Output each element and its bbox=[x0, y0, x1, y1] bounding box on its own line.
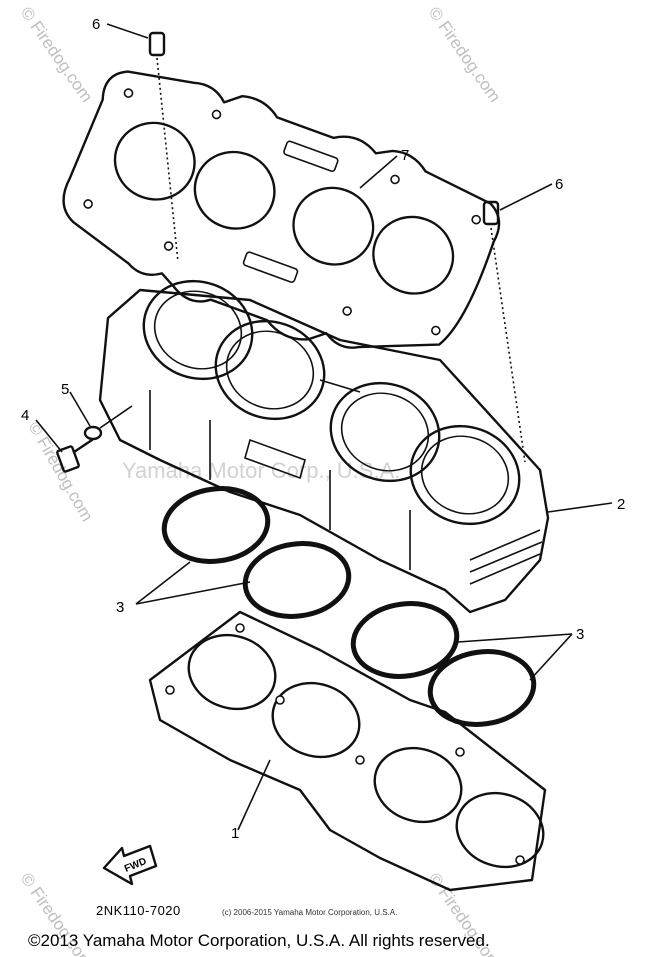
watermark-top-right: © Firedog.com bbox=[425, 3, 505, 105]
watermark-top-left: © Firedog.com bbox=[17, 3, 97, 105]
callout-4: 4 bbox=[21, 407, 29, 424]
forward-arrow-label: FWD bbox=[123, 856, 148, 875]
callout-3-left: 3 bbox=[116, 599, 124, 616]
part-code: 2NK110-7020 bbox=[96, 903, 181, 918]
cylinder-block bbox=[98, 279, 550, 614]
callout-2: 2 bbox=[617, 496, 625, 513]
dowel-pin-left bbox=[148, 31, 179, 263]
o-ring-set-left bbox=[161, 486, 352, 619]
footer-copyright: ©2013 Yamaha Motor Corporation, U.S.A. A… bbox=[28, 931, 490, 950]
callout-6-left: 6 bbox=[92, 16, 100, 33]
callout-leaders bbox=[35, 23, 613, 831]
o-ring-set-right bbox=[350, 601, 537, 727]
callout-3-right: 3 bbox=[576, 626, 584, 643]
forward-arrow-icon: FWD bbox=[102, 844, 158, 886]
base-gasket bbox=[148, 610, 547, 892]
head-gasket-top bbox=[62, 70, 501, 349]
callout-1: 1 bbox=[231, 825, 239, 842]
callout-6-right: 6 bbox=[555, 176, 563, 193]
washer bbox=[83, 405, 133, 441]
diagram-copyright: (c) 2006-2015 Yamaha Motor Corporation, … bbox=[222, 908, 398, 917]
callout-7: 7 bbox=[401, 147, 409, 164]
bolt bbox=[56, 438, 94, 473]
dowel-pin-right bbox=[482, 200, 526, 463]
callout-5: 5 bbox=[61, 381, 69, 398]
